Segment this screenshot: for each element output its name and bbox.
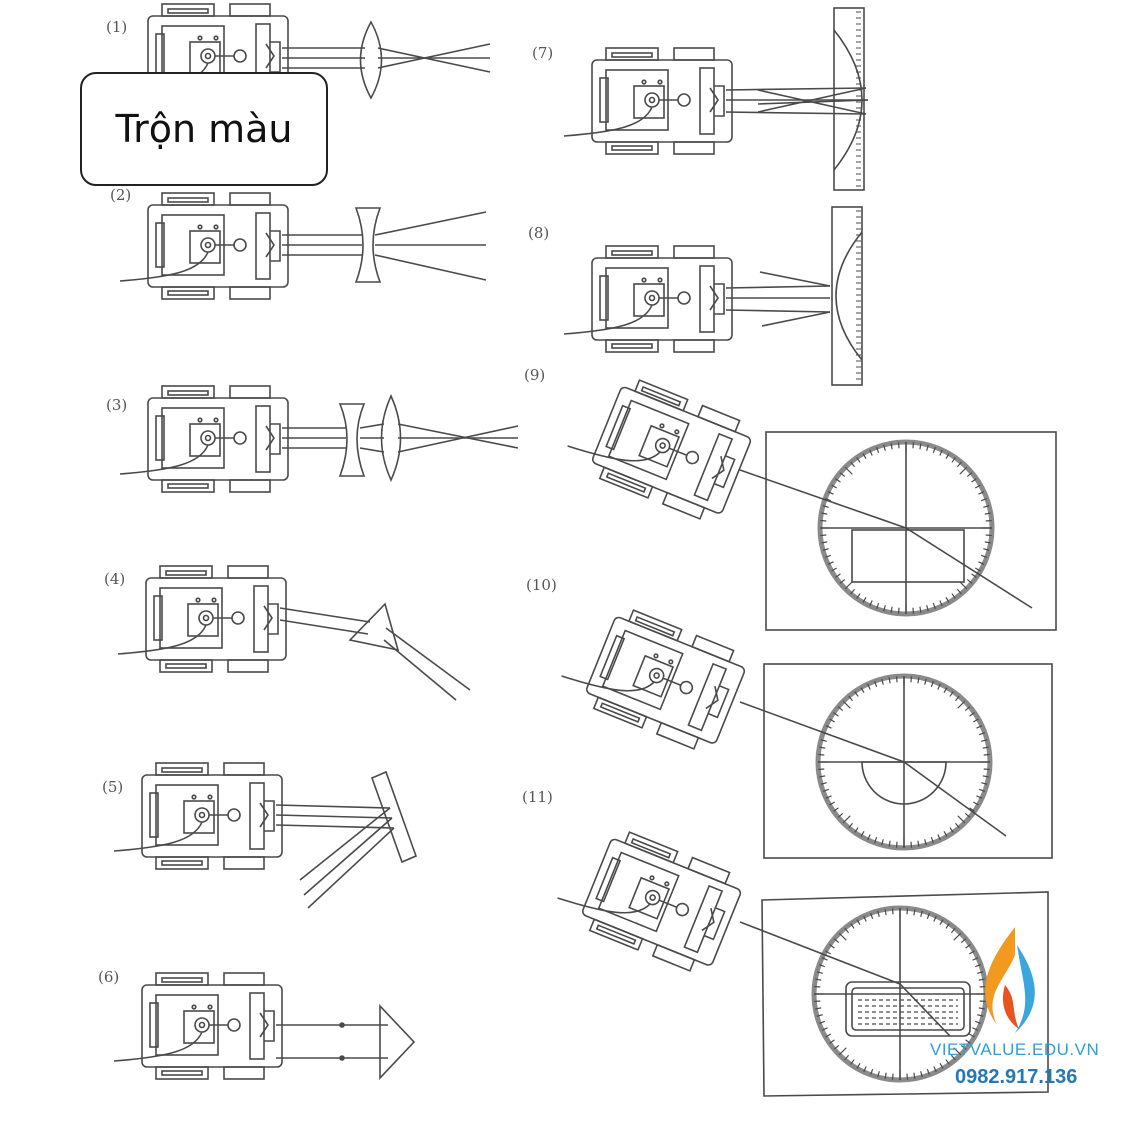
mirror-scale bbox=[856, 11, 861, 187]
board bbox=[761, 891, 1049, 1097]
mirror-scale bbox=[856, 210, 861, 380]
light-box bbox=[550, 815, 748, 979]
label-9: (9) bbox=[524, 366, 546, 384]
convex-lens bbox=[359, 20, 383, 100]
board bbox=[765, 431, 1057, 631]
rays-7 bbox=[725, 87, 869, 115]
board bbox=[763, 663, 1053, 859]
concave-lens bbox=[354, 207, 382, 283]
rays-6 bbox=[276, 1022, 388, 1061]
cone-prism bbox=[379, 1003, 416, 1081]
label-2: (2) bbox=[110, 186, 132, 204]
label-8: (8) bbox=[528, 224, 550, 242]
rays-1 bbox=[282, 43, 491, 73]
rays-2 bbox=[282, 211, 487, 281]
label-10: (10) bbox=[526, 576, 557, 594]
label-6: (6) bbox=[98, 968, 120, 986]
water-lines bbox=[858, 999, 958, 1025]
refracted-ray bbox=[739, 921, 951, 1037]
glass-block bbox=[851, 529, 965, 583]
light-box bbox=[563, 47, 733, 155]
plane-mirror bbox=[370, 770, 418, 864]
rays-4 bbox=[279, 607, 471, 701]
label-5: (5) bbox=[102, 778, 124, 796]
rays-3 bbox=[282, 423, 519, 453]
rays-5 bbox=[275, 804, 395, 909]
light-box bbox=[554, 593, 752, 757]
rays-8 bbox=[725, 271, 831, 327]
light-box bbox=[117, 565, 287, 673]
convex-lens bbox=[380, 394, 402, 482]
light-box bbox=[113, 762, 283, 870]
light-box bbox=[560, 363, 758, 527]
light-box bbox=[119, 385, 289, 493]
refracted-ray bbox=[739, 701, 1007, 837]
label-7: (7) bbox=[532, 44, 554, 62]
refracted-ray bbox=[739, 469, 1033, 609]
light-box bbox=[113, 972, 283, 1080]
concave-mirror bbox=[833, 7, 865, 191]
water-tank bbox=[845, 981, 971, 1037]
convex-mirror bbox=[831, 206, 863, 386]
prism bbox=[348, 602, 400, 652]
mix-color-callout: Trộn màu bbox=[80, 72, 328, 186]
label-1: (1) bbox=[106, 18, 128, 36]
light-box bbox=[119, 192, 289, 300]
label-4: (4) bbox=[104, 570, 126, 588]
label-11: (11) bbox=[522, 788, 553, 806]
phone-text: 0982.917.136 bbox=[955, 1066, 1078, 1088]
concave-lens bbox=[338, 403, 366, 477]
light-box bbox=[563, 245, 733, 353]
brand-text: VIETVALUE.EDU.VN bbox=[930, 1040, 1100, 1059]
protractor-disk bbox=[817, 439, 995, 617]
semicircle-block bbox=[861, 761, 947, 805]
flame-logo bbox=[985, 927, 1035, 1033]
label-3: (3) bbox=[106, 396, 128, 414]
protractor-disk bbox=[815, 673, 993, 851]
